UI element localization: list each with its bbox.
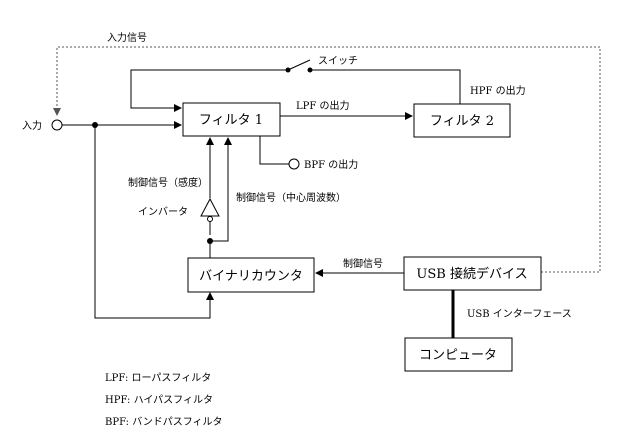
switch-label: スイッチ bbox=[318, 55, 358, 67]
switch-blade bbox=[287, 59, 311, 71]
inverter-symbol bbox=[200, 197, 220, 217]
hpf-output-label: HPF の出力 bbox=[470, 84, 526, 97]
bypass-wire-down bbox=[130, 70, 182, 112]
filter2-label: フィルタ 2 bbox=[430, 114, 494, 129]
bpf-output-label: BPF の出力 bbox=[304, 158, 358, 171]
bypass-wire-right bbox=[310, 69, 461, 104]
input-terminal bbox=[51, 119, 63, 131]
bpf-output-wire bbox=[259, 136, 289, 165]
filter1-block: フィルタ 1 bbox=[182, 102, 281, 137]
input-signal-label: 入力信号 bbox=[107, 31, 147, 44]
inverter-label: インバータ bbox=[138, 206, 188, 218]
input-signal-dotted-path bbox=[53, 46, 601, 273]
legend-bpf: BPF: バンドパスフィルタ bbox=[105, 416, 223, 428]
control-signal-label: 制御信号 bbox=[343, 257, 383, 270]
computer-block: コンピュータ bbox=[404, 337, 513, 372]
center-freq-wire bbox=[210, 137, 232, 242]
control-center-freq-label: 制御信号（中心周波数） bbox=[236, 191, 346, 204]
junction-dot-control bbox=[207, 238, 213, 244]
legend-lpf: LPF: ローパスフィルタ bbox=[105, 372, 211, 384]
binary-counter-block: バイナリカウンタ bbox=[187, 257, 315, 293]
input-label: 入力 bbox=[22, 119, 42, 132]
lpf-output-label: LPF の出力 bbox=[296, 99, 350, 112]
bpf-output-terminal bbox=[288, 158, 300, 170]
legend-hpf: HPF: ハイパスフィルタ bbox=[105, 394, 213, 406]
input-to-counter-wire bbox=[94, 125, 214, 319]
usb-interface-label: USB インターフェース bbox=[467, 308, 572, 320]
computer-label: コンピュータ bbox=[419, 348, 497, 363]
usb-device-block: USB 接続デバイス bbox=[403, 256, 542, 291]
binary-counter-label: バイナリカウンタ bbox=[199, 269, 303, 284]
inverter-bubble bbox=[207, 216, 213, 222]
bypass-wire-left bbox=[130, 69, 288, 108]
control-sensitivity-label: 制御信号（感度） bbox=[128, 176, 208, 189]
filter2-block: フィルタ 2 bbox=[413, 103, 511, 138]
usb-device-label: USB 接続デバイス bbox=[416, 266, 527, 282]
filter1-label: フィルタ 1 bbox=[199, 113, 263, 128]
